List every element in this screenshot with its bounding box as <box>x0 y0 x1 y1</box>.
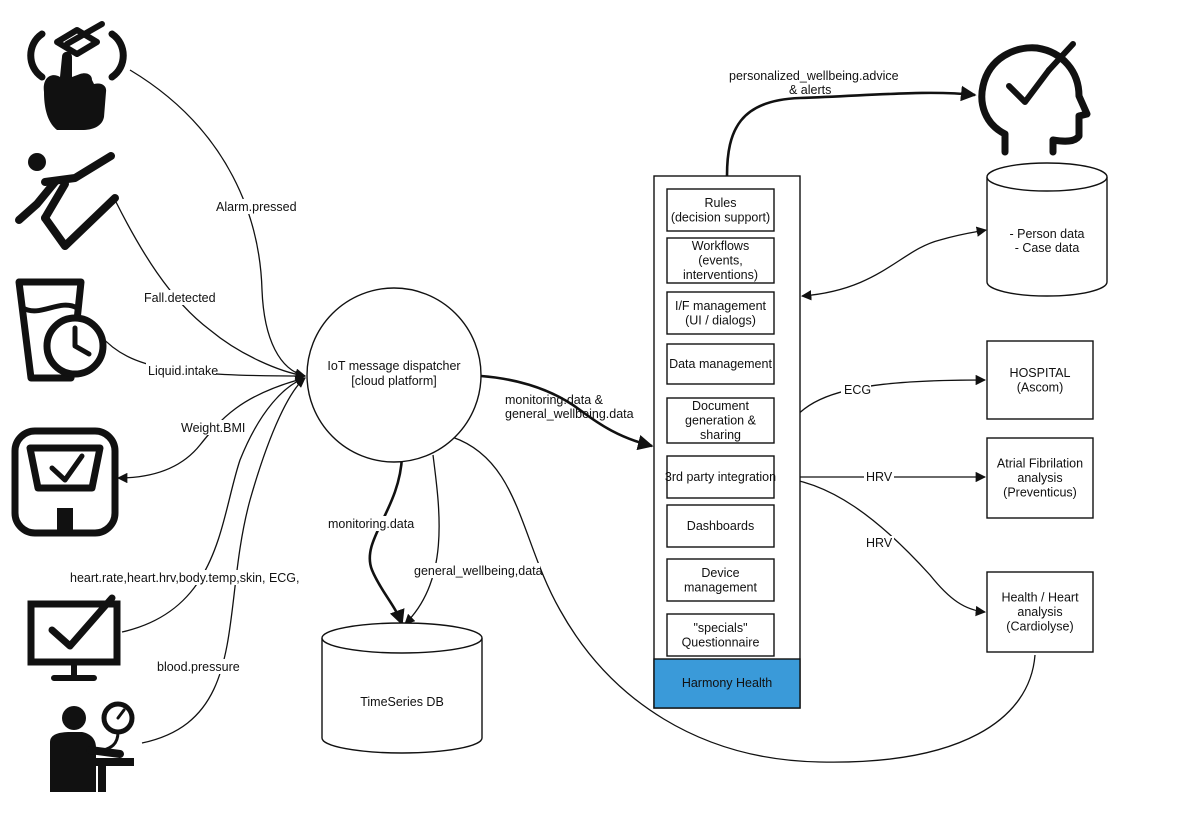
liquid-intake-icon <box>15 278 107 382</box>
harmony-module-4-line-1: generation & <box>685 414 757 428</box>
label-fall: Fall.detected <box>144 291 216 305</box>
harmony-module-8-line-1: Questionnaire <box>682 635 760 649</box>
heart-line-2: (Cardiolyse) <box>1006 620 1073 634</box>
afib-line-0: Atrial Fibrilation <box>997 457 1083 471</box>
label-vitals: heart.rate,heart.hrv,body.temp,skin, ECG… <box>70 571 300 585</box>
label-hrv1: HRV <box>866 470 893 484</box>
heart-line-1: analysis <box>1017 605 1062 619</box>
vital-monitor-icon <box>27 594 121 681</box>
label-to-harmony-1: monitoring.data & <box>505 393 604 407</box>
harmony-module-3-line-0: Data management <box>669 357 772 371</box>
person-db-line1: - Person data <box>1009 227 1084 241</box>
dispatcher-subtitle: [cloud platform] <box>351 374 436 388</box>
edge-bp <box>141 377 306 744</box>
harmony-module-2-line-1: (UI / dialogs) <box>685 313 756 327</box>
harmony-module-6: Dashboards <box>666 504 775 548</box>
external-systems: HOSPITAL(Ascom) Atrial Fibrilationanalys… <box>986 340 1094 653</box>
person-db-node: - Person data - Case data <box>986 162 1108 297</box>
harmony-module-5: 3rd party integration <box>665 455 776 499</box>
edge-ecg <box>773 374 987 478</box>
harmony-module-1-line-2: interventions) <box>683 268 758 282</box>
label-advice-1: personalized_wellbeing.advice <box>729 69 899 83</box>
edge-alarm <box>129 69 307 379</box>
label-general: general_wellbeing,data <box>414 564 543 578</box>
label-liquid: Liquid.intake <box>148 364 218 378</box>
label-hrv2: HRV <box>866 536 893 550</box>
hospital-line-0: HOSPITAL <box>1010 366 1071 380</box>
harmony-module-4-line-2: sharing <box>700 428 741 442</box>
alarm-button-icon <box>27 21 127 130</box>
heart-line-0: Health / Heart <box>1001 591 1079 605</box>
harmony-module-4-line-0: Document <box>692 399 749 413</box>
edge-hrv2 <box>773 476 987 617</box>
afib-line-1: analysis <box>1017 471 1062 485</box>
harmony-module-2: I/F management(UI / dialogs) <box>666 291 775 335</box>
edge-weight <box>116 377 306 484</box>
harmony-modules: Rules(decision support) Workflows(events,… <box>665 188 776 657</box>
edge-harmony-to-heart <box>451 436 1036 763</box>
harmony-module-1-line-1: (events, <box>698 254 742 268</box>
label-advice-2: & alerts <box>789 83 831 97</box>
label-weight: Weight.BMI <box>181 421 245 435</box>
afib-line-2: (Preventicus) <box>1003 486 1077 500</box>
label-ecg: ECG <box>844 383 871 397</box>
harmony-module-0-line-0: Rules <box>705 196 737 210</box>
harmony-module-8: "specials"Questionnaire <box>666 613 775 657</box>
harmony-module-0-line-1: (decision support) <box>671 210 770 224</box>
person-db-line2: - Case data <box>1015 241 1080 255</box>
person-check-icon <box>978 41 1091 156</box>
edge-to-harmony <box>480 374 654 451</box>
harmony-module-8-line-0: "specials" <box>693 621 747 635</box>
edge-general <box>404 454 440 625</box>
timeseries-db-label: TimeSeries DB <box>360 695 444 709</box>
blood-pressure-icon <box>50 701 135 792</box>
harmony-module-7-line-0: Device <box>701 566 739 580</box>
harmony-footer-label: Harmony Health <box>682 676 772 690</box>
edge-monitoring <box>368 455 405 626</box>
label-monitoring: monitoring.data <box>328 517 414 531</box>
harmony-health-platform: Harmony Health Rules(decision support) Wo… <box>653 175 801 709</box>
harmony-module-6-line-0: Dashboards <box>687 519 754 533</box>
timeseries-db-node: TimeSeries DB <box>321 622 483 754</box>
harmony-module-0: Rules(decision support) <box>666 188 775 232</box>
label-to-harmony-2: general_wellbeing.data <box>505 407 634 421</box>
fall-detection-icon <box>15 152 119 250</box>
harmony-module-3: Data management <box>666 343 775 385</box>
hospital-ascom-node: HOSPITAL(Ascom) <box>1010 366 1071 395</box>
label-bp: blood.pressure <box>157 660 240 674</box>
harmony-module-7-line-1: management <box>684 580 757 594</box>
edge-persondb <box>800 226 988 301</box>
edge-fall <box>114 199 307 380</box>
hospital-line-1: (Ascom) <box>1017 380 1064 394</box>
harmony-module-5-line-0: 3rd party integration <box>665 470 776 484</box>
edge-vitals <box>121 376 306 633</box>
harmony-footer <box>653 658 801 709</box>
edge-labels: Alarm.pressed Fall.detected Liquid.intak… <box>68 69 899 674</box>
dispatcher-title: IoT message dispatcher <box>327 359 460 373</box>
edge-advice <box>725 85 977 177</box>
harmony-module-1: Workflows(events,interventions) <box>666 237 775 284</box>
weight-scale-icon <box>11 427 119 537</box>
iot-dispatcher-node: IoT message dispatcher [cloud platform] <box>306 287 482 463</box>
harmony-module-1-line-0: Workflows <box>692 239 749 253</box>
harmony-module-2-line-0: I/F management <box>675 299 767 313</box>
label-alarm: Alarm.pressed <box>216 200 297 214</box>
